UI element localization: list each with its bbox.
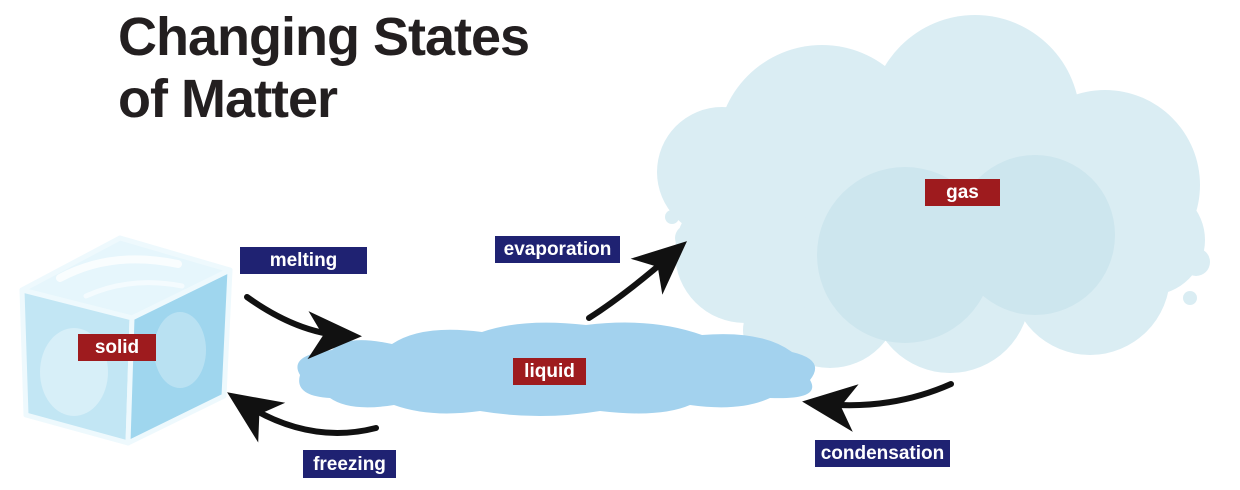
evaporation-arrow <box>586 241 688 321</box>
condensation-arrow <box>802 381 954 432</box>
melting-arrow <box>244 294 362 360</box>
condensation-label: condensation <box>815 440 950 467</box>
cloud-illustration <box>657 15 1210 373</box>
evaporation-label: evaporation <box>495 236 620 263</box>
title-line-1: Changing States <box>118 7 530 67</box>
title-line-2: of Matter <box>118 69 338 130</box>
solid-label: solid <box>78 334 156 361</box>
freezing-label: freezing <box>303 450 396 478</box>
ice-cube-illustration <box>19 235 233 446</box>
gas-label: gas <box>925 179 1000 206</box>
page-title: Changing States of Matter <box>118 6 530 130</box>
freezing-arrow <box>227 392 379 443</box>
melting-label: melting <box>240 247 367 274</box>
liquid-label: liquid <box>513 358 586 385</box>
